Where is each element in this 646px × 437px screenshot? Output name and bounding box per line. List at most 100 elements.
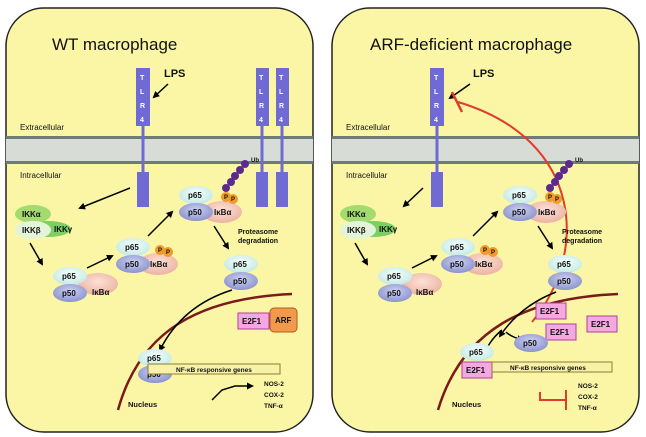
svg-text:IκBα: IκBα <box>150 260 167 269</box>
svg-text:R: R <box>259 103 264 110</box>
nfkb-ikba-ub-complex: P P Ub p65 p50 IκBα <box>179 158 259 223</box>
svg-text:ARF: ARF <box>275 316 292 325</box>
svg-text:IκBα: IκBα <box>538 208 555 217</box>
svg-text:p65: p65 <box>387 272 401 281</box>
cell-background <box>5 7 314 433</box>
svg-text:4: 4 <box>434 117 438 124</box>
svg-text:p65: p65 <box>450 243 464 252</box>
degradation-label: degradation <box>238 238 278 245</box>
svg-text:p50: p50 <box>233 277 247 286</box>
svg-text:p65: p65 <box>233 260 247 269</box>
nucleus-label: Nucleus <box>452 400 481 409</box>
svg-text:Ub: Ub <box>251 158 259 164</box>
nfkb-genes-bar <box>491 361 613 373</box>
svg-text:L: L <box>140 89 145 96</box>
svg-text:IκBα: IκBα <box>214 208 231 217</box>
phosphate-icon <box>480 245 490 255</box>
e2f1-box <box>545 323 577 341</box>
intracellular-label: Intracellular <box>346 171 388 180</box>
free-nfkb-dimer: p65 p50 <box>548 255 582 290</box>
svg-text:P: P <box>491 250 495 256</box>
svg-text:p50: p50 <box>512 208 526 217</box>
gene-cox2: COX-2 <box>264 392 284 399</box>
svg-text:IKKγ: IKKγ <box>379 225 398 234</box>
panel-wt: WT macrophage Extracellular Intracellula… <box>5 7 314 433</box>
e2f1-box <box>535 302 567 320</box>
panel-arf-deficient: ARF-deficient macrophage Extracellular I… <box>331 7 640 433</box>
svg-text:R: R <box>140 103 145 110</box>
svg-text:p65: p65 <box>469 348 483 357</box>
intracellular-label: Intracellular <box>20 171 62 180</box>
svg-text:P: P <box>166 250 170 256</box>
svg-text:p50: p50 <box>523 339 537 348</box>
svg-text:IKKγ: IKKγ <box>54 225 73 234</box>
svg-text:L: L <box>279 89 284 96</box>
lps-label: LPS <box>473 68 494 80</box>
nfkb-ikba-ub-complex: P P Ub p65 p50 IκBα <box>503 158 583 223</box>
svg-text:E2F1: E2F1 <box>242 317 262 326</box>
svg-text:4: 4 <box>140 117 144 124</box>
arf-box <box>269 307 298 333</box>
svg-text:R: R <box>279 103 284 110</box>
svg-text:T: T <box>259 75 264 82</box>
svg-text:p65: p65 <box>125 243 139 252</box>
svg-text:E2F1: E2F1 <box>550 328 570 337</box>
tlr4-receptor-2: T L R 4 <box>256 68 269 207</box>
svg-text:p65: p65 <box>512 191 526 200</box>
nuclear-p65-e2f1: p65 E2F1 <box>460 343 494 379</box>
svg-text:E2F1: E2F1 <box>540 307 560 316</box>
nucleus-label: Nucleus <box>128 400 157 409</box>
svg-text:R: R <box>434 103 439 110</box>
proteasome-label: Proteasome <box>562 229 602 236</box>
svg-text:p50: p50 <box>450 260 464 269</box>
degradation-label: degradation <box>562 238 602 245</box>
nuclear-p50: p50 <box>514 334 548 352</box>
nfkb-ikba-complex-1: p65 p50 IκBα <box>53 267 118 302</box>
nfkb-ikba-phospho-complex: P P p65 p50 IκBα <box>441 238 503 275</box>
svg-text:p50: p50 <box>188 208 202 217</box>
svg-text:p50: p50 <box>62 289 76 298</box>
lps-arrow <box>152 83 169 99</box>
gene-inhibition <box>539 392 566 401</box>
svg-text:p50: p50 <box>125 260 139 269</box>
svg-text:4: 4 <box>259 117 263 124</box>
phosphate-icon <box>155 245 165 255</box>
ikk-complex: IKKα IKKβ IKKγ <box>340 205 398 239</box>
svg-text:E2F1: E2F1 <box>466 366 486 375</box>
gene-nos2: NOS-2 <box>264 381 284 388</box>
gene-nos2: NOS-2 <box>578 383 598 390</box>
e2f1-box <box>237 312 270 330</box>
cell-membrane <box>6 138 313 162</box>
tlr4-receptor-3: T L R 4 <box>276 68 289 207</box>
lps-label: LPS <box>164 68 185 80</box>
proteasome-label: Proteasome <box>238 229 278 236</box>
svg-text:p65: p65 <box>557 260 571 269</box>
svg-text:IKKα: IKKα <box>22 210 41 219</box>
cell-membrane <box>332 138 639 162</box>
svg-text:p50: p50 <box>557 277 571 286</box>
nuclear-envelope <box>436 292 619 411</box>
nfkb-ikba-complex-1: p65 p50 IκBα <box>378 267 442 302</box>
nfkb-genes-bar <box>147 363 281 375</box>
svg-text:Ub: Ub <box>575 158 583 164</box>
gene-cox2: COX-2 <box>578 394 598 401</box>
svg-text:T: T <box>279 75 284 82</box>
tlr4-receptor: T L R 4 <box>136 68 150 207</box>
svg-text:IκBα: IκBα <box>416 288 433 297</box>
svg-text:p65: p65 <box>147 354 161 363</box>
svg-text:IKKβ: IKKβ <box>347 226 366 235</box>
svg-text:L: L <box>434 89 439 96</box>
svg-text:4: 4 <box>279 117 283 124</box>
svg-text:p65: p65 <box>188 191 202 200</box>
svg-text:E2F1: E2F1 <box>591 320 611 329</box>
svg-text:IκBα: IκBα <box>92 288 109 297</box>
tlr4-receptor: T L R 4 <box>430 68 444 207</box>
extracellular-label: Extracellular <box>20 123 64 132</box>
svg-text:p65: p65 <box>62 272 76 281</box>
svg-text:P: P <box>548 195 552 201</box>
svg-text:IκBα: IκBα <box>475 260 492 269</box>
panel-title: ARF-deficient macrophage <box>370 35 572 54</box>
svg-text:P: P <box>224 195 228 201</box>
svg-text:T: T <box>434 75 439 82</box>
